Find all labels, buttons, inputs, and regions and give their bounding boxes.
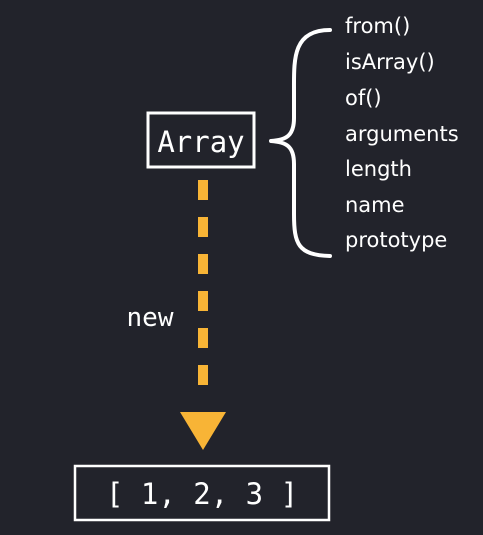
static-member-length: length <box>345 157 412 181</box>
static-member-arguments: arguments <box>345 122 459 146</box>
array-instance-label: [ 1, 2, 3 ] <box>106 477 298 511</box>
static-member-isarray: isArray() <box>345 50 435 74</box>
new-arrow-head <box>180 412 226 450</box>
new-keyword-label: new <box>127 303 174 333</box>
members-brace <box>269 28 332 258</box>
new-arrow <box>180 180 226 450</box>
static-member-of: of() <box>345 86 382 110</box>
static-member-from: from() <box>345 14 410 38</box>
array-node: Array <box>146 111 256 169</box>
array-node-box <box>146 111 256 169</box>
array-instance-box <box>73 464 331 522</box>
static-member-prototype: prototype <box>345 228 447 252</box>
static-member-name: name <box>345 193 405 217</box>
static-members-list: from() isArray() of() arguments length n… <box>345 14 459 252</box>
array-node-label: Array <box>157 125 244 159</box>
array-instance-node: [ 1, 2, 3 ] <box>73 464 331 522</box>
